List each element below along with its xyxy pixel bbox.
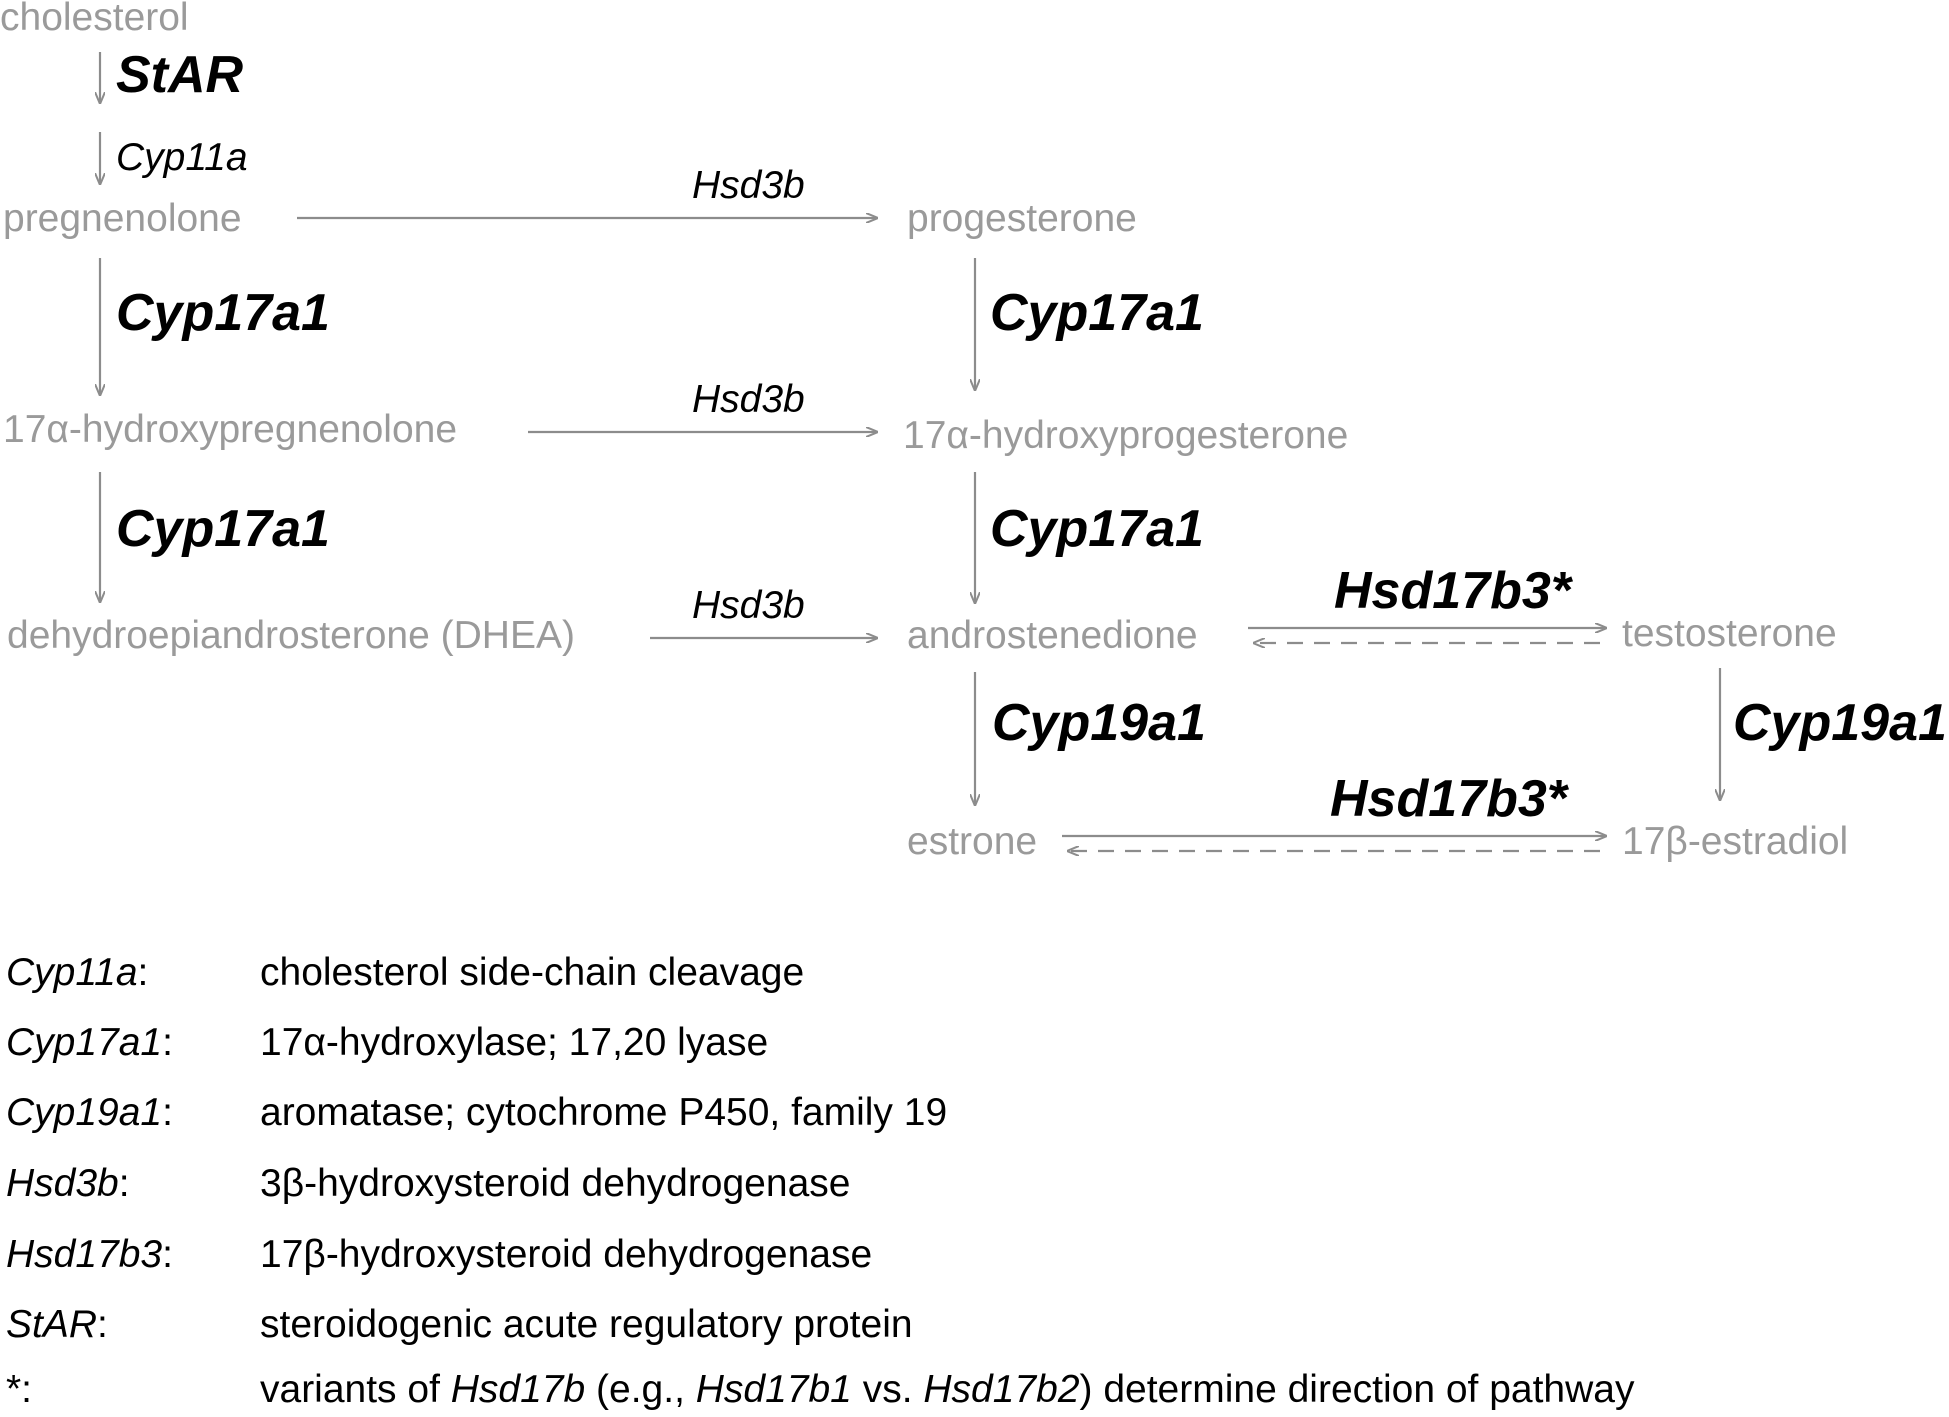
legend-row: Cyp19a1: aromatase; cytochrome P450, fam… <box>6 1091 947 1134</box>
footnote-term: *: <box>6 1368 32 1411</box>
legend-def: aromatase; cytochrome P450, family 19 <box>260 1091 947 1134</box>
enzyme-cyp17a1-4: Cyp17a1 <box>990 500 1204 558</box>
legend-sep: : <box>162 1091 173 1134</box>
legend-def: cholesterol side-chain cleavage <box>260 951 804 994</box>
compound-testosterone: testosterone <box>1622 612 1837 655</box>
legend-row: Cyp11a: cholesterol side-chain cleavage <box>6 951 804 994</box>
enzyme-hsd17b3-2: Hsd17b3* <box>1330 770 1570 828</box>
legend-term: Cyp11a <box>6 951 138 994</box>
enzyme-cyp19a1-2: Cyp19a1 <box>1733 694 1947 752</box>
legend-sep: : <box>162 1021 173 1064</box>
legend-def: 17α-hydroxylase; 17,20 lyase <box>260 1021 768 1064</box>
legend-term: Cyp17a1 <box>6 1021 162 1064</box>
enzyme-cyp17a1-3: Cyp17a1 <box>990 284 1204 342</box>
legend-def: 17β-hydroxysteroid dehydrogenase <box>260 1233 872 1276</box>
svg-text:StAR:: StAR: <box>6 1303 108 1346</box>
svg-text:Cyp11a:: Cyp11a: <box>6 951 148 994</box>
enzyme-hsd3b-2: Hsd3b <box>692 378 805 421</box>
compound-progesterone: progesterone <box>907 197 1137 240</box>
svg-text:Cyp19a1:: Cyp19a1: <box>6 1091 173 1134</box>
enzyme-hsd17b3-1: Hsd17b3* <box>1334 562 1574 620</box>
compound-pregnenolone: pregnenolone <box>3 197 242 240</box>
legend-term: Cyp19a1 <box>6 1091 162 1134</box>
legend-row: Hsd3b: 3β-hydroxysteroid dehydrogenase <box>6 1162 850 1205</box>
legend-sep: : <box>97 1303 108 1346</box>
compound-17b-estradiol: 17β-estradiol <box>1622 820 1848 863</box>
legend-term: Hsd3b <box>6 1162 119 1205</box>
enzyme-hsd3b-1: Hsd3b <box>692 164 805 207</box>
enzyme-cyp19a1-1: Cyp19a1 <box>992 694 1206 752</box>
svg-text:Hsd3b:: Hsd3b: <box>6 1162 130 1205</box>
legend-row: Hsd17b3: 17β-hydroxysteroid dehydrogenas… <box>6 1233 872 1276</box>
compound-17a-hydroxyprogesterone: 17α-hydroxyprogesterone <box>903 414 1348 457</box>
svg-text:Cyp17a1:: Cyp17a1: <box>6 1021 173 1064</box>
legend-sep: : <box>162 1233 173 1276</box>
legend-def: steroidogenic acute regulatory protein <box>260 1303 913 1346</box>
legend-term: Hsd17b3 <box>6 1233 162 1276</box>
enzyme-hsd3b-3: Hsd3b <box>692 584 805 627</box>
svg-text:Hsd17b3:: Hsd17b3: <box>6 1233 173 1276</box>
enzyme-cyp11a: Cyp11a <box>116 136 248 179</box>
enzyme-cyp17a1-2: Cyp17a1 <box>116 500 330 558</box>
legend-def: 3β-hydroxysteroid dehydrogenase <box>260 1162 850 1205</box>
compound-cholesterol: cholesterol <box>0 0 189 39</box>
enzyme-star: StAR <box>116 46 244 104</box>
compound-dhea: dehydroepiandrosterone (DHEA) <box>7 614 575 657</box>
legend-row: Cyp17a1: 17α-hydroxylase; 17,20 lyase <box>6 1021 768 1064</box>
legend-term: StAR <box>6 1303 97 1346</box>
compound-androstenedione: androstenedione <box>907 614 1198 657</box>
enzyme-cyp17a1-1: Cyp17a1 <box>116 284 330 342</box>
footnote-text: variants of Hsd17b (e.g., Hsd17b1 vs. Hs… <box>260 1368 1635 1411</box>
legend-row: StAR: steroidogenic acute regulatory pro… <box>6 1303 913 1346</box>
legend: Cyp11a: cholesterol side-chain cleavage … <box>6 951 1635 1411</box>
legend-sep: : <box>119 1162 130 1205</box>
compound-17a-hydroxypregnenolone: 17α-hydroxypregnenolone <box>3 408 457 451</box>
legend-sep: : <box>138 951 149 994</box>
legend-footnote: *: variants of Hsd17b (e.g., Hsd17b1 vs.… <box>6 1368 1635 1411</box>
compound-estrone: estrone <box>907 820 1037 863</box>
